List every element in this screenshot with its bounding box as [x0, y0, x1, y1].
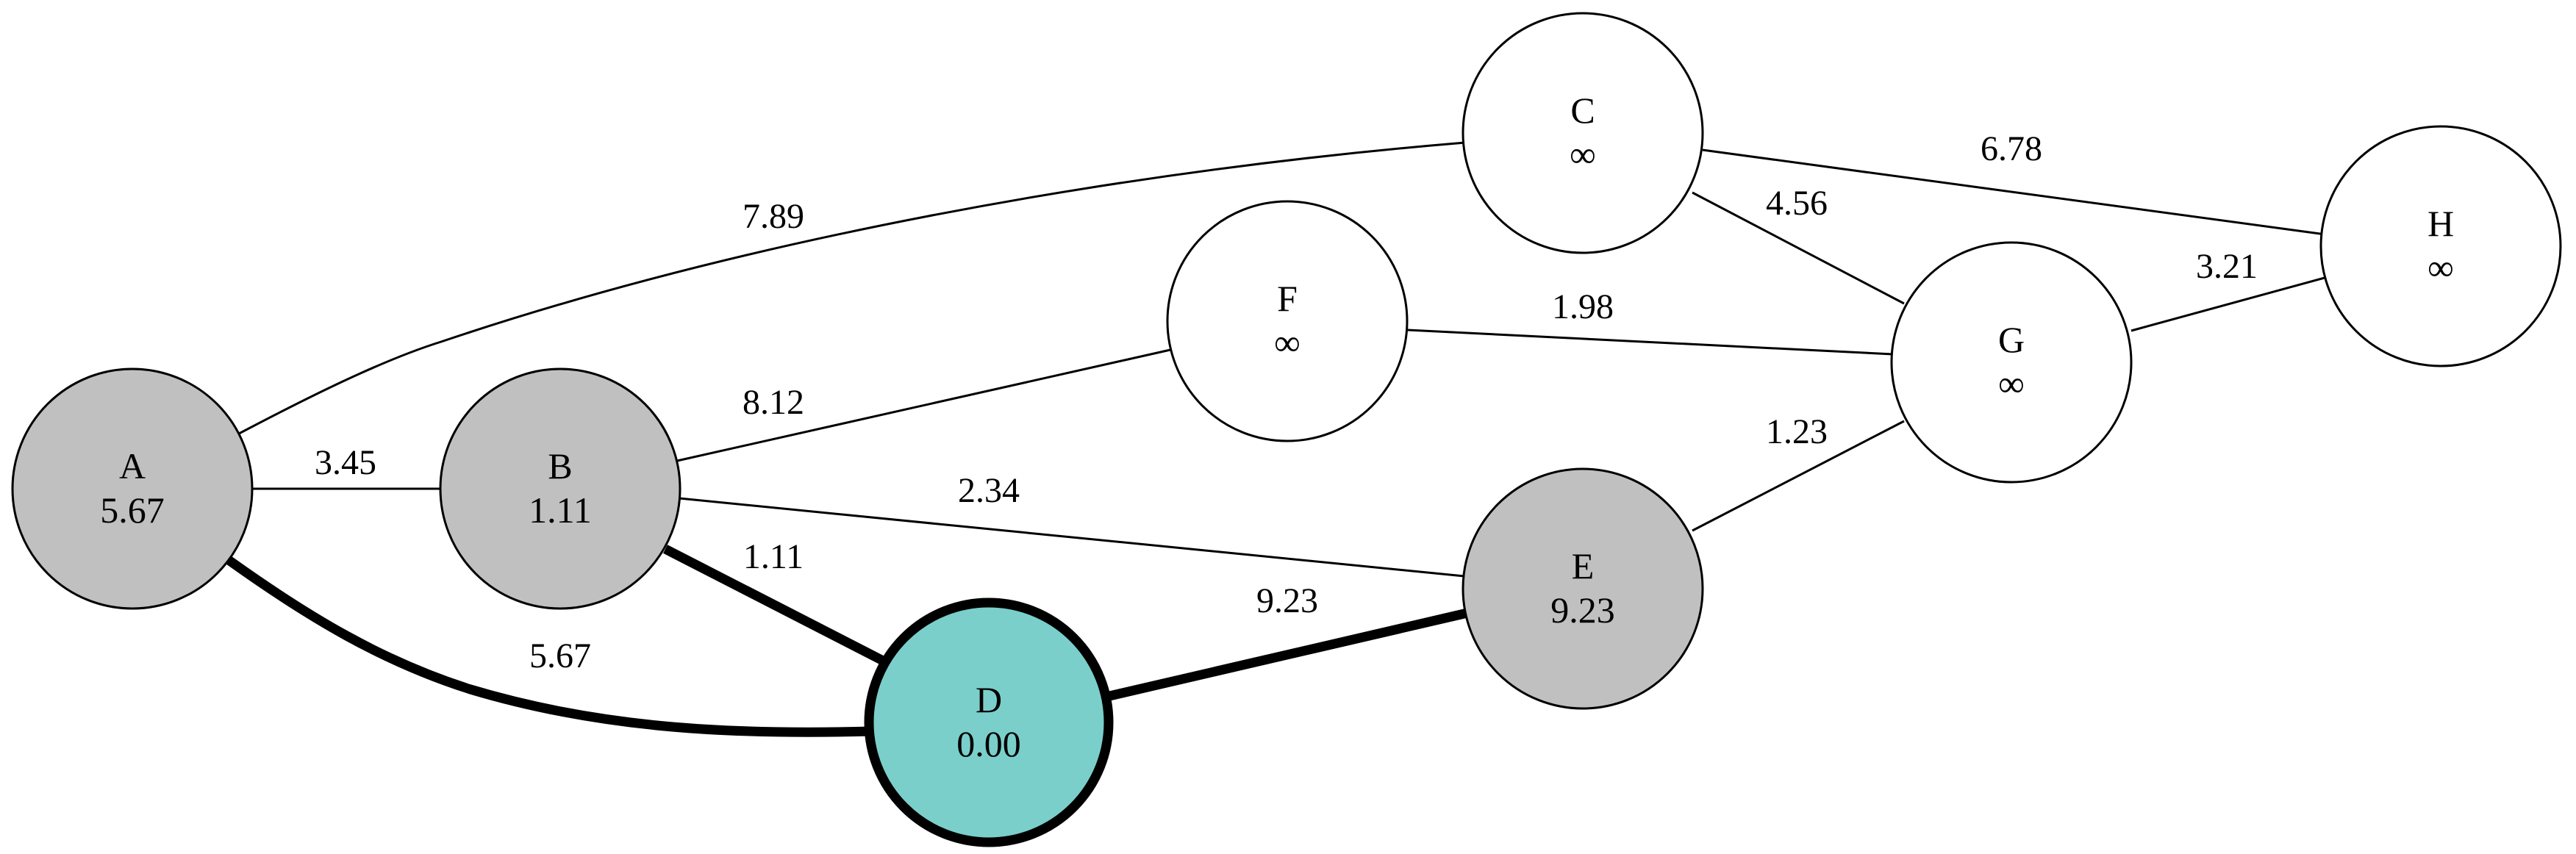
node-label-e: E [1572, 545, 1595, 586]
node-circle-c [1461, 12, 1704, 254]
edge-d-e [1105, 608, 1469, 702]
edge-weight-a-b: 3.45 [315, 443, 376, 482]
node-distance-b: 1.11 [529, 489, 592, 531]
edge-labels-layer: 7.89 3.45 5.67 8.12 2.34 1.11 9.23 6.78 4.56 1.98… [315, 129, 2258, 675]
edge-weight-b-f: 8.12 [743, 383, 804, 422]
node-distance-d: 0.00 [956, 723, 1021, 764]
node-f: F∞ [1166, 200, 1409, 442]
node-g: G∞ [1890, 241, 2133, 484]
node-h: H∞ [2319, 125, 2562, 367]
node-circle-d [864, 598, 1114, 847]
node-circle-b [439, 367, 681, 610]
edge-g-h [2130, 276, 2325, 332]
edge-weight-d-e: 9.23 [1256, 581, 1318, 620]
node-label-c: C [1570, 90, 1595, 131]
node-c: C∞ [1461, 12, 1704, 254]
node-label-b: B [548, 445, 572, 487]
node-circle-f [1166, 200, 1409, 442]
node-circle-h [2319, 125, 2562, 367]
edge-weight-c-g: 4.56 [1766, 184, 1828, 223]
edge-a-c [238, 141, 1466, 435]
node-label-f: F [1277, 278, 1298, 319]
edge-f-g [1407, 329, 1894, 356]
node-distance-a: 5.67 [100, 489, 165, 531]
edge-weight-b-d: 1.11 [743, 537, 804, 576]
node-distance-f: ∞ [1274, 322, 1300, 363]
node-circle-a [11, 367, 254, 610]
node-label-g: G [1998, 319, 2025, 360]
edge-e-g [1692, 420, 1905, 532]
edge-weight-a-c: 7.89 [743, 197, 804, 236]
node-label-h: H [2427, 203, 2454, 244]
edge-weight-e-g: 1.23 [1766, 412, 1828, 451]
edge-weight-a-d: 5.67 [529, 636, 591, 675]
node-distance-e: 9.23 [1550, 589, 1615, 631]
node-d: D0.00 [864, 598, 1114, 847]
edge-weight-f-g: 1.98 [1552, 287, 1614, 326]
node-circle-g [1890, 241, 2133, 484]
node-e: E9.23 [1461, 467, 1704, 710]
node-b: B1.11 [439, 367, 681, 610]
edge-weight-c-h: 6.78 [1981, 129, 2042, 168]
edges-layer [226, 141, 2326, 737]
edge-b-f [676, 348, 1171, 462]
edge-weight-b-e: 2.34 [958, 471, 1020, 510]
node-a: A5.67 [11, 367, 254, 610]
edge-weight-g-h: 3.21 [2196, 247, 2258, 286]
edge-a-d [226, 556, 872, 737]
edge-b-d [663, 545, 887, 666]
edge-c-g [1692, 191, 1905, 305]
node-distance-h: ∞ [2427, 247, 2454, 288]
node-label-a: A [119, 445, 146, 487]
edge-b-e [679, 497, 1465, 578]
node-distance-g: ∞ [1998, 363, 2025, 404]
edge-c-h [1702, 148, 2326, 236]
node-circle-e [1461, 467, 1704, 710]
node-label-d: D [976, 679, 1002, 720]
node-distance-c: ∞ [1570, 134, 1596, 175]
